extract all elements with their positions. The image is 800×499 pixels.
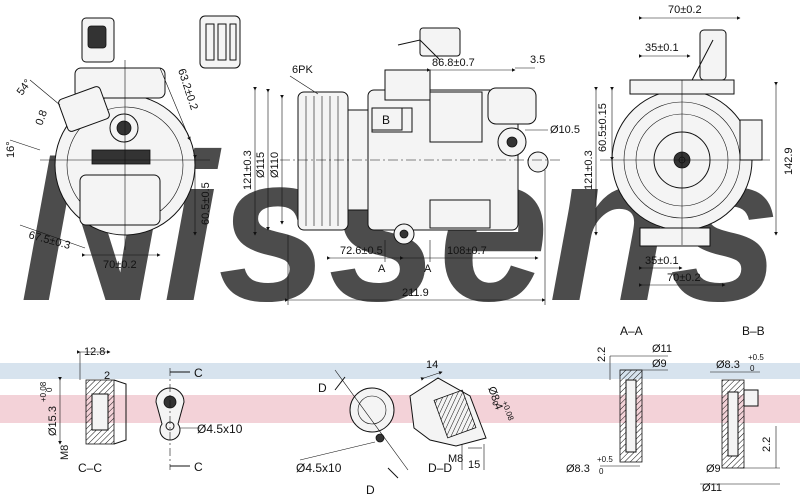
d-label-top: D bbox=[318, 381, 327, 395]
front-dim-35-top: 35±0.1 bbox=[645, 42, 679, 54]
dd-dim-15: 15 bbox=[468, 459, 480, 471]
d-label-bottom: D bbox=[366, 483, 375, 497]
side-dim-16deg: 16° bbox=[5, 141, 17, 158]
dd-dim-tol-low: 0 bbox=[490, 400, 500, 408]
cc-dim-2: 2 bbox=[104, 370, 110, 382]
main-dim-115: Ø115 bbox=[255, 152, 267, 178]
main-dim-121: 121±0.3 bbox=[242, 150, 254, 190]
detail-cc: 12.8 2 Ø15.3 +0.08 0 M8 C–C bbox=[39, 346, 127, 475]
c-label-top: C bbox=[194, 366, 203, 380]
aa-dim-tol-low: 0 bbox=[599, 467, 604, 476]
cc-dim-tol-up: +0.08 bbox=[39, 381, 48, 402]
d-dim-hole: Ø4.5x10 bbox=[296, 461, 342, 475]
front-dim-70-bottom: 70±0.2 bbox=[667, 272, 701, 284]
cc-dim-12-8: 12.8 bbox=[84, 346, 105, 358]
main-section-a-right: A bbox=[424, 263, 432, 275]
front-view: 70±0.2 35±0.1 121±0.3 60.5±0.15 142.9 35… bbox=[583, 4, 795, 287]
side-dim-70: 70±0.2 bbox=[103, 259, 137, 271]
blue-band bbox=[0, 363, 800, 379]
side-dim-0-8: 0.8 bbox=[34, 109, 51, 127]
section-aa: A–A 2.2 Ø11 Ø9 Ø8.3 +0.5 0 bbox=[566, 324, 672, 476]
main-dim-72-6: 72.6±0.5 bbox=[340, 245, 383, 257]
main-dim-10-5: Ø10.5 bbox=[550, 124, 580, 136]
main-dim-86-8: 86.8±0.7 bbox=[432, 57, 475, 69]
main-dim-6pk: 6PK bbox=[292, 64, 313, 76]
bb-dim-9: Ø9 bbox=[706, 463, 721, 475]
main-view: B 6PK 86.8±0.7 3.5 121±0.3 Ø115 Ø110 Ø10… bbox=[242, 27, 580, 305]
side-dim-54deg: 54° bbox=[15, 77, 34, 98]
main-dim-3-5: 3.5 bbox=[530, 54, 545, 66]
cc-dim-tol-low: 0 bbox=[45, 387, 54, 392]
main-section-a-left: A bbox=[378, 263, 386, 275]
front-dim-35-bottom: 35±0.1 bbox=[645, 255, 679, 267]
aa-dim-tol-up: +0.5 bbox=[597, 455, 613, 464]
dd-dim-14: 14 bbox=[426, 359, 438, 371]
bb-dim-2-2: 2.2 bbox=[761, 437, 773, 452]
main-label-b: B bbox=[382, 113, 390, 127]
side-view: 63.2±0.2 54° 0.8 16° 60.5±0.5 67.5±0.3 7… bbox=[5, 15, 241, 271]
bb-dim-8-3: Ø8.3 bbox=[716, 359, 740, 371]
front-dim-60-5: 60.5±0.15 bbox=[597, 103, 609, 152]
bb-dim-11: Ø11 bbox=[702, 482, 722, 494]
main-dim-110: Ø110 bbox=[269, 152, 281, 178]
detail-c: C C Ø4.5x10 bbox=[155, 366, 243, 474]
aa-title: A–A bbox=[620, 324, 643, 338]
c-label-bottom: C bbox=[194, 460, 203, 474]
cc-title: C–C bbox=[78, 461, 102, 475]
main-dim-108: 108±0.7 bbox=[447, 245, 487, 257]
c-dim-hole: Ø4.5x10 bbox=[197, 422, 243, 436]
dd-title: D–D bbox=[428, 461, 452, 475]
dd-dim-m8: M8 bbox=[448, 453, 463, 465]
front-dim-142-9: 142.9 bbox=[783, 147, 795, 175]
red-band bbox=[0, 395, 800, 423]
cc-dim-m8: M8 bbox=[59, 445, 71, 460]
bb-dim-tol-low: 0 bbox=[750, 364, 755, 373]
aa-dim-8-3: Ø8.3 bbox=[566, 463, 590, 475]
main-dim-211-9: 211.9 bbox=[402, 287, 429, 299]
aa-dim-2-2: 2.2 bbox=[596, 347, 608, 362]
side-dim-60-5: 60.5±0.5 bbox=[200, 182, 212, 225]
aa-dim-9: Ø9 bbox=[652, 358, 667, 370]
bb-title: B–B bbox=[742, 324, 765, 338]
cc-dim-15-3: Ø15.3 bbox=[47, 406, 59, 436]
front-dim-121: 121±0.3 bbox=[583, 150, 595, 190]
front-dim-70-top: 70±0.2 bbox=[668, 4, 702, 16]
aa-dim-11: Ø11 bbox=[652, 343, 672, 355]
bb-dim-tol-up: +0.5 bbox=[748, 353, 764, 362]
detail-dd: 14 Ø8.4 +0.08 0 M8 15 D–D bbox=[409, 359, 516, 475]
section-bb: B–B Ø8.3 +0.5 0 2.2 Ø9 Ø11 bbox=[700, 324, 780, 494]
side-dim-63: 63.2±0.2 bbox=[175, 67, 200, 111]
detail-d: D D Ø4.5x10 bbox=[296, 369, 409, 497]
